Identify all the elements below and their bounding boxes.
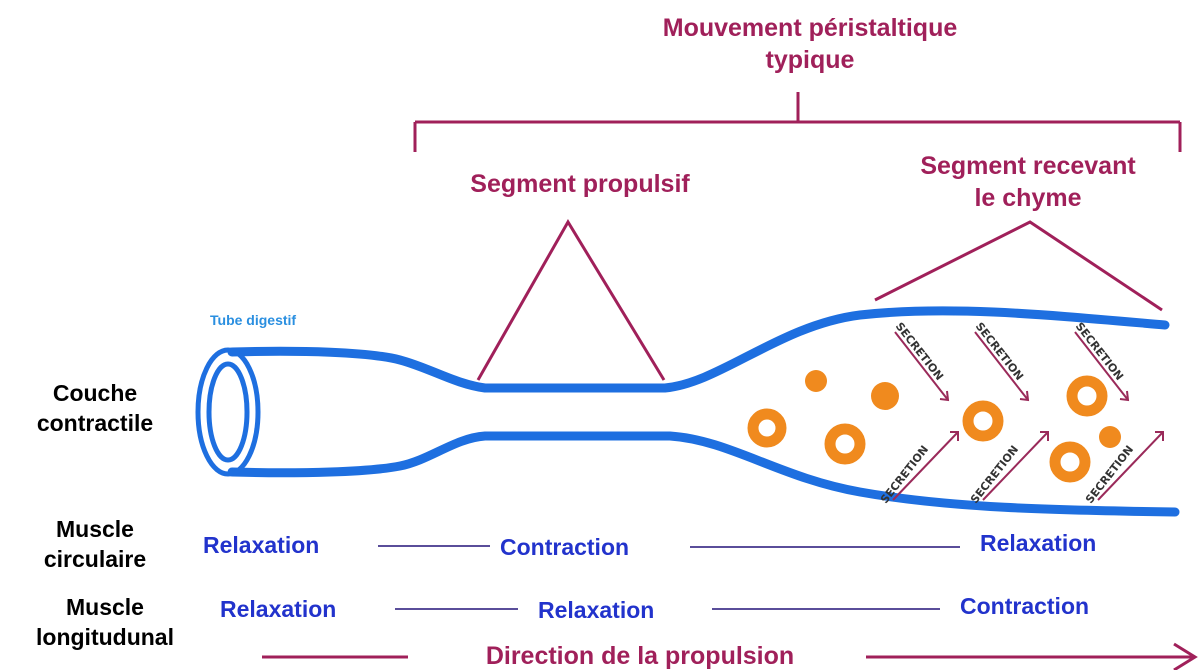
receiving-label-line1: Segment recevant	[920, 152, 1136, 180]
contractile-line1: Couche	[52, 380, 138, 406]
row-label-contractile: Couche contractile	[0, 378, 190, 438]
peristalsis-bracket	[413, 92, 1182, 152]
circular-line2: circulaire	[43, 546, 147, 572]
main-title: Mouvement péristaltique typique	[610, 12, 1010, 76]
circular-state-2: Contraction	[500, 534, 630, 560]
propulsion-direction-arrow	[262, 642, 1198, 670]
circular-state-3: Relaxation	[980, 530, 1097, 556]
digestive-tube	[227, 306, 1180, 517]
row-label-circular: Muscle circulaire	[0, 514, 190, 574]
longitudinal-line1: Muscle	[66, 594, 144, 620]
secretion-arrows	[892, 331, 1164, 501]
tube-opening	[195, 347, 261, 477]
chyme-particles	[747, 370, 1121, 483]
tube-label: Tube digestif	[210, 312, 297, 328]
row-label-longitudinal: Muscle longitudunal	[0, 592, 210, 652]
propulsion-direction-label: Direction de la propulsion	[485, 642, 795, 670]
circular-state-1: Relaxation	[203, 532, 320, 558]
main-title-line1: Mouvement péristaltique	[662, 14, 958, 42]
longitudinal-state-2: Relaxation	[538, 597, 655, 623]
longitudinal-state-1: Relaxation	[220, 596, 337, 622]
receiving-segment-label: Segment recevant le chyme	[878, 150, 1178, 214]
longitudinal-line2: longitudunal	[36, 624, 174, 650]
propulsive-segment-pointer	[476, 219, 666, 381]
contractile-line2: contractile	[36, 410, 154, 436]
receiving-label-line2: le chyme	[974, 184, 1082, 212]
receiving-segment-pointer	[874, 220, 1163, 312]
longitudinal-state-3: Contraction	[960, 593, 1090, 619]
main-title-line2: typique	[765, 46, 855, 74]
propulsive-segment-label: Segment propulsif	[470, 170, 690, 198]
circular-row-lines	[378, 545, 960, 548]
circular-line1: Muscle	[56, 516, 134, 542]
